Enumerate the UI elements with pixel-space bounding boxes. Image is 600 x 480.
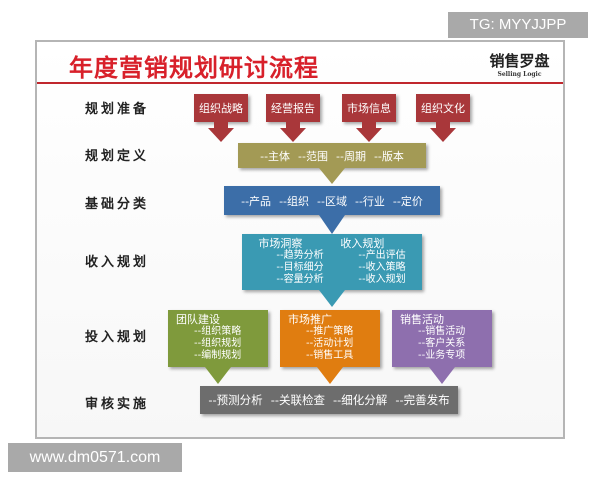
revenue-item: --收入规划 — [358, 274, 406, 285]
review-bar: --预测分析 --关联检查 --细化分解 --完善发布 — [200, 386, 458, 414]
watermark-bottom: www.dm0571.com — [8, 443, 182, 472]
definition-item: --主体 — [260, 149, 291, 163]
classification-item: --产品 — [241, 194, 272, 208]
revenue-box: 市场洞察--趋势分析--目标细分--容量分析 收入规划--产出评估--收入策略-… — [242, 234, 422, 290]
prep-box: 市场信息 — [342, 94, 396, 122]
investment-item: --销售活动 — [418, 326, 466, 337]
definition-bar: --主体 --范围 --周期 --版本 — [238, 143, 426, 168]
prep-label: 组织战略 — [199, 102, 243, 115]
arrow-down-icon — [319, 290, 345, 307]
revenue-item: --产出评估 — [358, 250, 406, 261]
watermark-top: TG: MYYJJPP — [448, 12, 588, 38]
investment-head: 团队建设 — [176, 313, 220, 326]
stage-label: 规划准备 — [85, 102, 150, 117]
arrow-down-icon — [430, 128, 456, 142]
investment-item: --客户关系 — [418, 338, 466, 349]
stage-label: 收入规划 — [85, 255, 150, 270]
logo: 销售罗盘 Selling Logic — [482, 50, 557, 78]
stage-label: 基础分类 — [85, 197, 150, 212]
prep-label: 组织文化 — [421, 102, 465, 115]
revenue-group-1: 收入规划--产出评估--收入策略--收入规划 — [340, 238, 405, 286]
logo-en: Selling Logic — [497, 71, 542, 78]
slide: 年度营销规划研讨流程 销售罗盘 Selling Logic 规划准备 规划定义 … — [35, 40, 565, 439]
revenue-item: --趋势分析 — [276, 250, 324, 261]
definition-item: --周期 — [336, 149, 366, 163]
investment-item: --销售工具 — [306, 350, 354, 361]
investment-item: --业务专项 — [418, 350, 466, 361]
investment-item: --活动计划 — [306, 338, 354, 349]
arrow-stem — [214, 122, 228, 128]
revenue-head: 市场洞察 — [258, 237, 303, 250]
title-divider — [37, 82, 563, 84]
investment-box: 销售活动 --销售活动--客户关系--业务专项 — [392, 310, 492, 367]
review-item: --细化分解 — [333, 393, 388, 407]
arrow-stem — [362, 122, 376, 128]
prep-box: 组织文化 — [416, 94, 470, 122]
prep-box: 组织战略 — [194, 94, 248, 122]
arrow-down-icon — [319, 215, 345, 234]
arrow-down-icon — [356, 128, 382, 142]
classification-bar: --产品 --组织 --区域 --行业 --定价 — [224, 186, 440, 215]
stage-label: 投入规划 — [85, 330, 150, 345]
arrow-down-icon — [208, 128, 234, 142]
stage-label: 审核实施 — [85, 397, 150, 412]
revenue-item: --容量分析 — [276, 274, 324, 285]
definition-item: --范围 — [298, 149, 328, 163]
classification-item: --定价 — [392, 194, 423, 208]
logo-cn: 销售罗盘 — [489, 52, 550, 70]
investment-box: 市场推广 --推广策略--活动计划--销售工具 — [280, 310, 380, 367]
stage-label: 规划定义 — [85, 149, 150, 164]
investment-item: --推广策略 — [306, 326, 354, 337]
arrow-down-icon — [319, 168, 345, 184]
investment-item: --组织规划 — [194, 338, 242, 349]
page-title: 年度营销规划研讨流程 — [69, 54, 319, 82]
definition-item: --版本 — [373, 149, 404, 163]
review-item: --预测分析 — [208, 393, 263, 407]
arrow-down-icon — [317, 367, 343, 384]
prep-box: 经营报告 — [266, 94, 320, 122]
arrow-stem — [286, 122, 300, 128]
arrow-down-icon — [280, 128, 306, 142]
classification-item: --行业 — [354, 194, 385, 208]
classification-item: --区域 — [317, 194, 347, 208]
classification-item: --组织 — [279, 194, 310, 208]
revenue-group-0: 市场洞察--趋势分析--目标细分--容量分析 — [258, 238, 323, 286]
arrow-stem — [436, 122, 450, 128]
prep-label: 经营报告 — [271, 102, 315, 115]
investment-item: --编制规划 — [194, 350, 242, 361]
prep-label: 市场信息 — [347, 102, 391, 115]
investment-head: 市场推广 — [288, 313, 332, 326]
review-item: --完善发布 — [395, 393, 450, 407]
investment-box: 团队建设 --组织策略--组织规划--编制规划 — [168, 310, 268, 367]
arrow-down-icon — [429, 367, 455, 384]
investment-item: --组织策略 — [194, 326, 242, 337]
arrow-down-icon — [205, 367, 231, 384]
review-item: --关联检查 — [270, 393, 325, 407]
revenue-item: --目标细分 — [276, 262, 324, 273]
revenue-item: --收入策略 — [358, 262, 406, 273]
revenue-head: 收入规划 — [340, 237, 385, 250]
investment-head: 销售活动 — [400, 313, 444, 326]
